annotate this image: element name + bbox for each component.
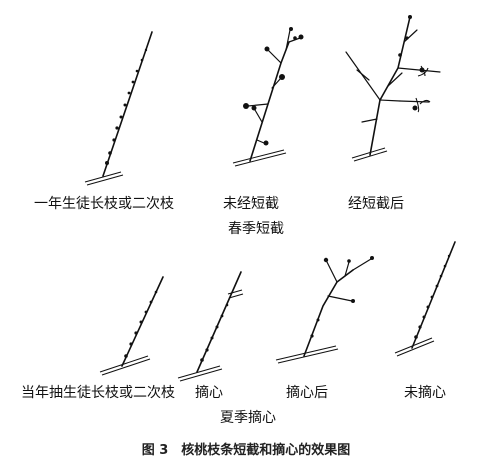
summer-after-pinch-branch-sketch: [275, 256, 374, 364]
side-shoot: [288, 37, 301, 43]
spring-cut-branch-sketch: [345, 15, 441, 162]
pinch-mark: [227, 289, 243, 295]
ground-line: [232, 149, 285, 164]
side-shoot: [361, 118, 378, 123]
label-summer-group: 夏季摘心: [220, 410, 276, 426]
side-shoot: [397, 67, 441, 73]
label-spring-cut: 经短截后: [348, 196, 404, 212]
label-spring-branch: 一年生徒长枝或二次枝: [34, 196, 174, 212]
ground-line: [101, 358, 151, 376]
ground-line: [234, 152, 287, 167]
ground-line: [351, 147, 386, 159]
side-shoot: [344, 261, 350, 277]
side-shoot: [345, 51, 381, 101]
side-shoot: [379, 99, 401, 102]
bud-markers: [310, 256, 374, 338]
side-shoot: [327, 295, 353, 302]
ground-line: [179, 368, 223, 382]
side-shoot: [285, 29, 291, 51]
spring-uncut-branch-sketch: [232, 27, 304, 167]
bud-markers: [105, 48, 148, 165]
side-shoot: [267, 49, 282, 64]
pinch-mark: [228, 293, 244, 299]
side-shoot: [326, 261, 338, 283]
side-shoot: [356, 69, 370, 81]
label-summer-unpinched: 未摘心: [404, 385, 446, 401]
label-summer-after-pinch: 摘心后: [286, 385, 328, 401]
spring-long-branch-sketch: [84, 31, 153, 186]
main-shoot: [196, 271, 242, 373]
ground-line: [177, 365, 221, 379]
main-shoot: [369, 16, 411, 156]
main-shoot: [411, 241, 456, 349]
side-shoot: [352, 258, 372, 271]
ground-line: [86, 174, 124, 186]
ground-line: [99, 355, 149, 373]
label-spring-group: 春季短截: [228, 221, 284, 237]
bud-markers: [200, 303, 229, 362]
figure-caption: 图 3 核桃枝条短截和摘心的效果图: [141, 443, 351, 458]
label-spring-uncut: 未经短截: [223, 196, 279, 212]
cut-mark: [415, 97, 431, 113]
bud-markers: [243, 27, 304, 146]
side-shoot: [387, 72, 403, 87]
ground-line: [84, 171, 122, 183]
side-shoot: [247, 103, 269, 107]
main-shoot: [121, 276, 164, 367]
ground-line: [396, 340, 435, 357]
main-shoot: [303, 269, 354, 357]
label-summer-pinch: 摘心: [195, 385, 223, 401]
side-shoot: [403, 29, 418, 43]
side-shoot: [271, 77, 282, 89]
ground-line: [277, 348, 339, 364]
summer-unpinched-branch-sketch: [394, 241, 456, 357]
label-summer-branch: 当年抽生徒长枝或二次枝: [21, 385, 175, 401]
side-shoot: [254, 109, 263, 123]
summer-pinch-branch-sketch: [177, 271, 244, 382]
bud-markers: [398, 15, 425, 111]
summer-long-branch-sketch: [99, 276, 164, 376]
side-shoot: [256, 139, 265, 144]
side-shoot: [399, 100, 430, 103]
bud-markers: [124, 290, 158, 358]
ground-line: [353, 150, 388, 162]
main-shoot: [249, 41, 290, 162]
bud-markers: [414, 254, 451, 339]
ground-line: [275, 345, 337, 361]
